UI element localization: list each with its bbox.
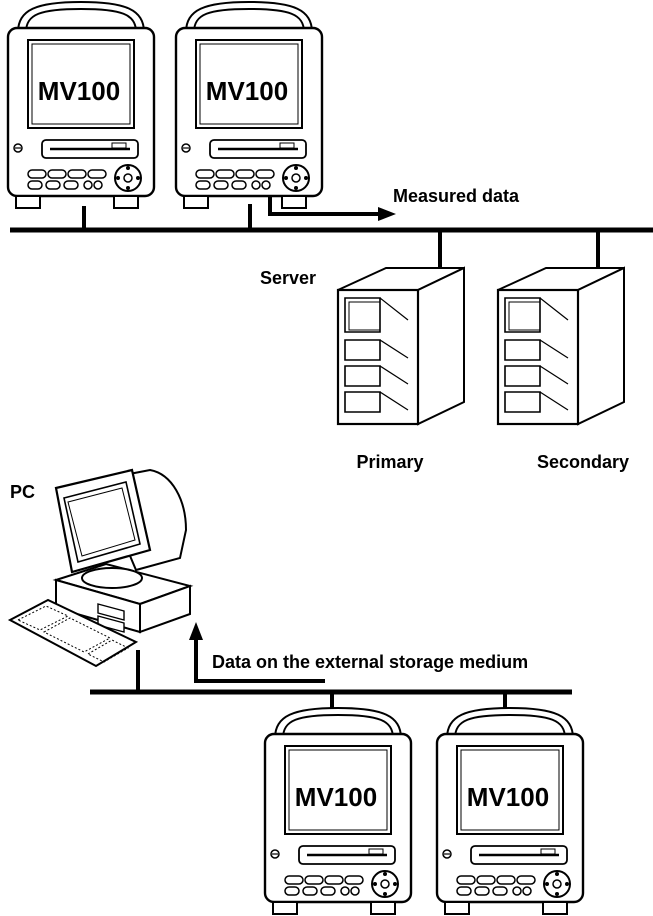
secondary-label: Secondary (537, 452, 629, 472)
mv100-recorder-top-left: MV100 (6, 0, 156, 210)
mv100-recorder-bottom-left: MV100 (263, 706, 413, 916)
storage-data-arrow (194, 640, 325, 683)
server-primary (336, 266, 466, 426)
mv100-recorder-bottom-right: MV100 (435, 706, 585, 916)
pc-computer (7, 468, 194, 668)
device-label: MV100 (38, 76, 120, 106)
server-secondary (496, 266, 626, 426)
measured-data-label: Measured data (393, 186, 520, 206)
device-label: MV100 (467, 782, 549, 812)
server-label: Server (260, 268, 316, 288)
storage-medium-label: Data on the external storage medium (212, 652, 528, 672)
device-label: MV100 (295, 782, 377, 812)
device-label: MV100 (206, 76, 288, 106)
pc-label: PC (10, 482, 35, 502)
primary-label: Primary (356, 452, 423, 472)
measured-data-arrow (268, 196, 378, 216)
mv100-recorder-top-right: MV100 (174, 0, 324, 210)
